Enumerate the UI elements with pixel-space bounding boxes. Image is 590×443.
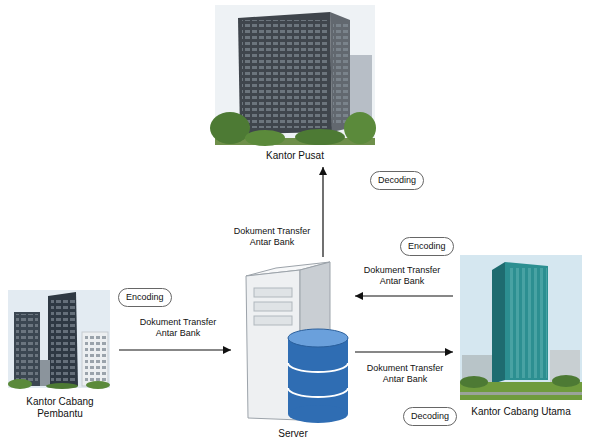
edge-label: Dokument Transfer Antar Bank	[358, 265, 446, 287]
node-label: Kantor Cabang Pembantu	[6, 396, 114, 420]
node-label: Kantor Pusat	[213, 150, 377, 162]
main-branch-photo	[460, 255, 582, 400]
edge-label: Dokument Transfer Antar Bank	[228, 226, 316, 248]
transfer-arrow	[355, 351, 453, 352]
office-node: Kantor Cabang Utama	[458, 252, 584, 418]
office-node: Kantor Pusat	[213, 4, 377, 162]
process-pill: Encoding	[118, 288, 172, 307]
node-label: Decoding	[378, 175, 416, 186]
node-label: Decoding	[411, 411, 449, 422]
office-node: Kantor Cabang Pembantu	[6, 288, 114, 420]
transfer-arrow	[322, 167, 323, 257]
head-office-photo	[210, 5, 376, 146]
edge-label: Dokument Transfer Antar Bank	[134, 317, 222, 339]
server-icon	[246, 262, 348, 423]
process-pill: Decoding	[403, 407, 457, 426]
process-pill: Encoding	[400, 237, 454, 256]
node-label: Server	[236, 428, 350, 440]
node-label: Encoding	[408, 241, 446, 252]
process-pill: Decoding	[370, 171, 424, 190]
transfer-arrow	[355, 295, 453, 296]
transfer-arrow	[119, 349, 231, 350]
office-node: Server	[236, 262, 350, 440]
branch-office-photo	[8, 290, 110, 389]
node-label: Encoding	[126, 292, 164, 303]
edge-label: Dokument Transfer Antar Bank	[361, 363, 449, 385]
node-label: Kantor Cabang Utama	[458, 406, 584, 418]
